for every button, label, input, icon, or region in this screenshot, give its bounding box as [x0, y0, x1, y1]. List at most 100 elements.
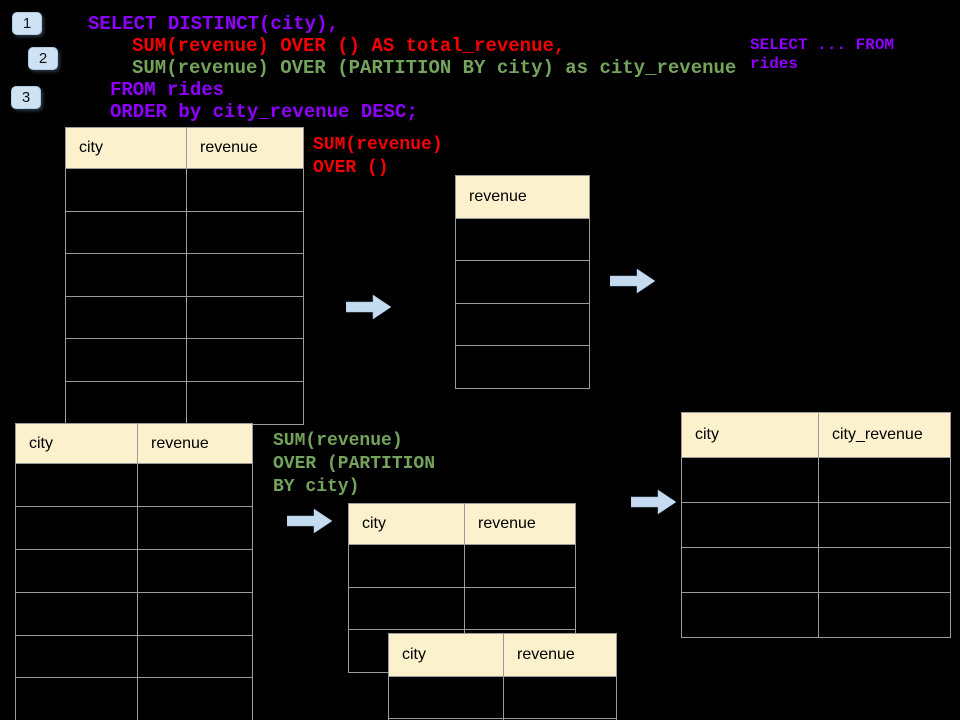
- table-cell: [503, 677, 616, 718]
- column-header-city: city: [402, 646, 426, 663]
- table-row: [66, 253, 303, 296]
- table-row: [16, 505, 252, 549]
- column-header-city: city: [362, 515, 386, 532]
- side-note-rides: rides: [750, 55, 799, 73]
- table-cell: [16, 678, 137, 720]
- column-header-city-revenue: city_revenue: [818, 413, 950, 457]
- table-row: [349, 544, 575, 587]
- table-cell: [186, 296, 303, 339]
- table-cell: [66, 212, 186, 254]
- table-cell: [137, 506, 252, 549]
- column-header-city: city: [79, 139, 103, 156]
- table-header-row: revenue: [456, 176, 589, 218]
- table-cell: [349, 588, 464, 630]
- arrow-right-icon: [631, 489, 677, 515]
- sql-line-order-by: ORDER by city_revenue DESC;: [110, 101, 418, 123]
- table-cell: [818, 548, 950, 592]
- table-cell: [137, 464, 252, 506]
- table-cell: [66, 382, 186, 424]
- table-cell: [186, 339, 303, 381]
- table-row: [682, 592, 950, 637]
- arrow-right-icon: [287, 508, 333, 534]
- table-header-row: city revenue: [349, 504, 575, 544]
- sql-line-total-sum: SUM(revenue) OVER () AS total_revenue,: [132, 35, 566, 57]
- table-cell: [66, 339, 186, 381]
- column-header-revenue: revenue: [186, 128, 303, 168]
- table-cell: [456, 219, 589, 260]
- table-row: [16, 677, 252, 720]
- table-row: [66, 338, 303, 381]
- step-badge-2: 2: [28, 47, 58, 70]
- column-header-revenue: revenue: [137, 424, 252, 463]
- arrow-right-icon: [346, 294, 392, 320]
- table-row: [349, 586, 575, 630]
- table-cell: [16, 636, 137, 678]
- table-row: [456, 345, 589, 387]
- table-cell: [186, 169, 303, 211]
- table-cell: [186, 254, 303, 296]
- table-header-row: city revenue: [16, 424, 252, 463]
- total-revenue-note-line1: SUM(revenue): [313, 135, 443, 155]
- table-cell: [456, 346, 589, 387]
- table-cell: [818, 593, 950, 637]
- column-header-revenue: revenue: [503, 634, 616, 676]
- table-cell: [16, 507, 137, 549]
- table-cell: [682, 458, 818, 502]
- total-revenue-note-line2: OVER (): [313, 158, 389, 178]
- step-badge-1: 1: [12, 12, 42, 35]
- side-note-select-from: SELECT ... FROM: [750, 36, 895, 54]
- table-row: [682, 457, 950, 502]
- table-row: [682, 502, 950, 547]
- partition-table-front: city revenue: [388, 633, 617, 720]
- table-cell: [137, 592, 252, 635]
- table-row: [16, 463, 252, 506]
- table-row: [16, 548, 252, 592]
- source-table-top: city revenue: [65, 127, 304, 425]
- column-header-city: city: [695, 426, 719, 443]
- total-revenue-table: revenue: [455, 175, 590, 389]
- table-row: [456, 218, 589, 260]
- table-cell: [137, 678, 252, 720]
- sql-line-select: SELECT DISTINCT(city),: [88, 13, 339, 35]
- partition-note-line3: BY city): [273, 477, 360, 497]
- table-row: [66, 210, 303, 254]
- table-cell: [464, 545, 575, 587]
- table-cell: [66, 297, 186, 339]
- table-cell: [137, 635, 252, 678]
- table-cell: [16, 550, 137, 592]
- table-cell: [349, 545, 464, 587]
- table-cell: [682, 593, 818, 637]
- table-cell: [66, 169, 186, 211]
- partition-table-back: city revenue: [348, 503, 576, 674]
- table-row: [456, 302, 589, 345]
- table-cell: [16, 593, 137, 635]
- table-cell: [66, 254, 186, 296]
- table-cell: [456, 304, 589, 345]
- table-cell: [682, 548, 818, 592]
- column-header-revenue: revenue: [469, 188, 527, 205]
- table-row: [66, 168, 303, 211]
- table-cell: [16, 464, 137, 506]
- partition-note-line1: SUM(revenue): [273, 431, 403, 451]
- table-row: [66, 380, 303, 424]
- partition-note-line2: OVER (PARTITION: [273, 454, 436, 474]
- table-row: [16, 591, 252, 635]
- column-header-city: city: [29, 434, 53, 452]
- table-row: [456, 260, 589, 302]
- table-cell: [186, 211, 303, 254]
- column-header-revenue: revenue: [464, 504, 575, 544]
- table-header-row: city revenue: [66, 128, 303, 168]
- table-cell: [464, 587, 575, 630]
- source-table-bottom: city revenue: [15, 423, 253, 720]
- table-cell: [389, 677, 503, 718]
- table-cell: [137, 549, 252, 592]
- table-row: [66, 295, 303, 339]
- table-cell: [682, 503, 818, 547]
- final-result-table: city city_revenue: [681, 412, 951, 638]
- table-row: [389, 676, 616, 718]
- table-row: [682, 547, 950, 592]
- table-row: [16, 634, 252, 678]
- table-cell: [186, 381, 303, 424]
- table-cell: [818, 458, 950, 502]
